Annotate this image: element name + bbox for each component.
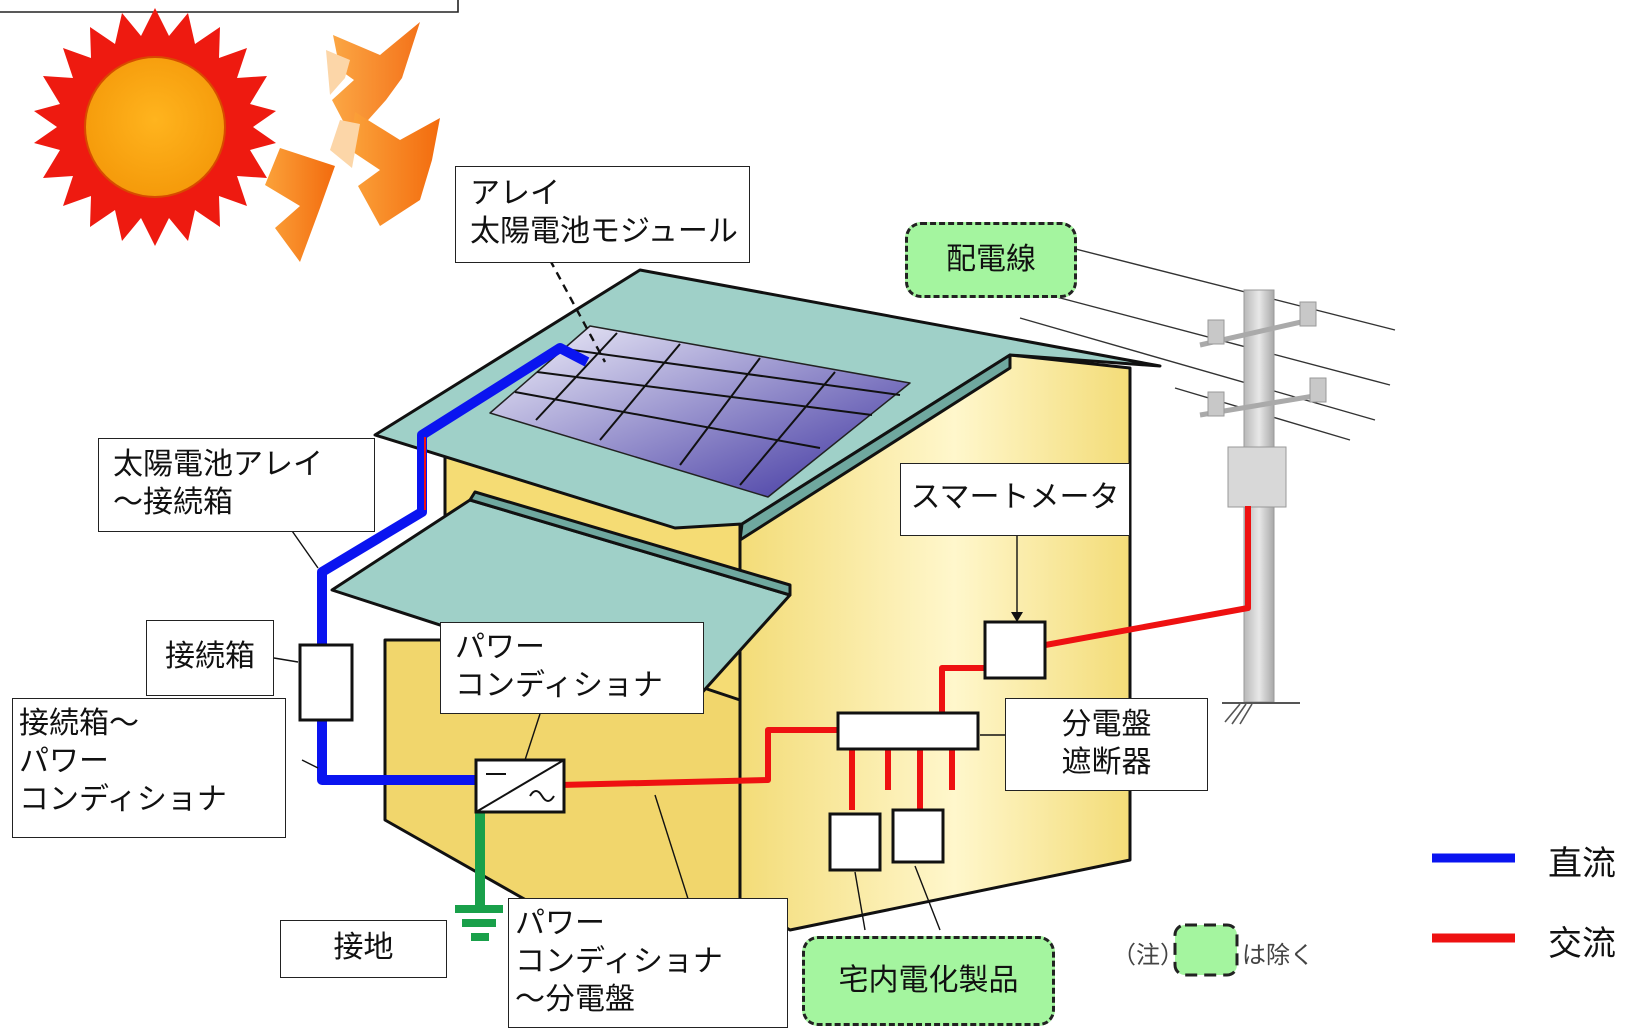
appliance-box-1	[828, 812, 882, 872]
label-line: 宅内電化製品	[838, 963, 1019, 998]
note-prefix: （注）	[1112, 941, 1184, 969]
label-home-appliances: 宅内電化製品	[802, 936, 1055, 1026]
sun-icon	[34, 8, 276, 246]
label-line: パワー	[515, 906, 605, 941]
label-line: パワー	[455, 630, 545, 665]
label-line: 配電線	[946, 242, 1036, 277]
label-ground: 接地	[280, 920, 447, 978]
label-smart-meter: スマートメータ	[900, 463, 1130, 536]
legend-ac-label: 交流	[1548, 924, 1616, 964]
label-line: 接地	[333, 930, 394, 965]
label-line: コンディショナ	[19, 782, 227, 817]
label-line: 太陽電池モジュール	[470, 214, 738, 249]
cutoff-box-edge	[0, 0, 459, 13]
label-line: スマートメータ	[910, 480, 1120, 515]
label-line: パワー	[19, 744, 109, 779]
panelboard-unit	[836, 711, 980, 751]
label-junction-to-pcs: 接続箱～ パワー コンディショナ	[12, 698, 286, 838]
legend-dc-label: 直流	[1548, 844, 1616, 884]
label-array-to-junction: 太陽電池アレイ ～接続箱	[98, 438, 375, 532]
leader-lines	[273, 259, 1023, 931]
label-distribution-line: 配電線	[905, 222, 1077, 298]
label-line: コンディショナ	[455, 668, 663, 703]
dc-wiring	[317, 343, 590, 785]
note-excluded-swatch	[1173, 923, 1239, 977]
label-power-conditioner: パワー コンディショナ	[440, 622, 704, 714]
smart-meter-unit	[983, 620, 1047, 680]
label-line: 接続箱	[165, 639, 255, 674]
label-line: コンディショナ	[515, 944, 723, 979]
label-line: アレイ	[470, 176, 560, 211]
sunlight-arrows-icon	[265, 22, 440, 262]
label-line: ～分電盤	[515, 982, 635, 1017]
power-conditioner-unit	[474, 758, 566, 814]
label-line: 太陽電池アレイ	[113, 447, 323, 482]
label-line: 接続箱～	[19, 706, 139, 741]
junction-box-unit	[298, 643, 354, 722]
utility-pole-icon	[1019, 239, 1396, 725]
label-array-module: アレイ 太陽電池モジュール	[455, 166, 750, 263]
label-line: 遮断器	[1061, 745, 1152, 780]
house-illustration	[330, 268, 1162, 932]
label-pcs-to-panelboard: パワー コンディショナ ～分電盤	[508, 898, 788, 1028]
label-line: ～接続箱	[113, 485, 233, 520]
appliance-box-2	[891, 808, 945, 864]
note-suffix: は除く	[1242, 941, 1314, 969]
label-panelboard-breaker: 分電盤 遮断器	[1005, 698, 1208, 791]
label-line: 分電盤	[1061, 707, 1152, 742]
ground-wiring	[455, 808, 503, 941]
label-junction-box: 接続箱	[146, 620, 274, 696]
